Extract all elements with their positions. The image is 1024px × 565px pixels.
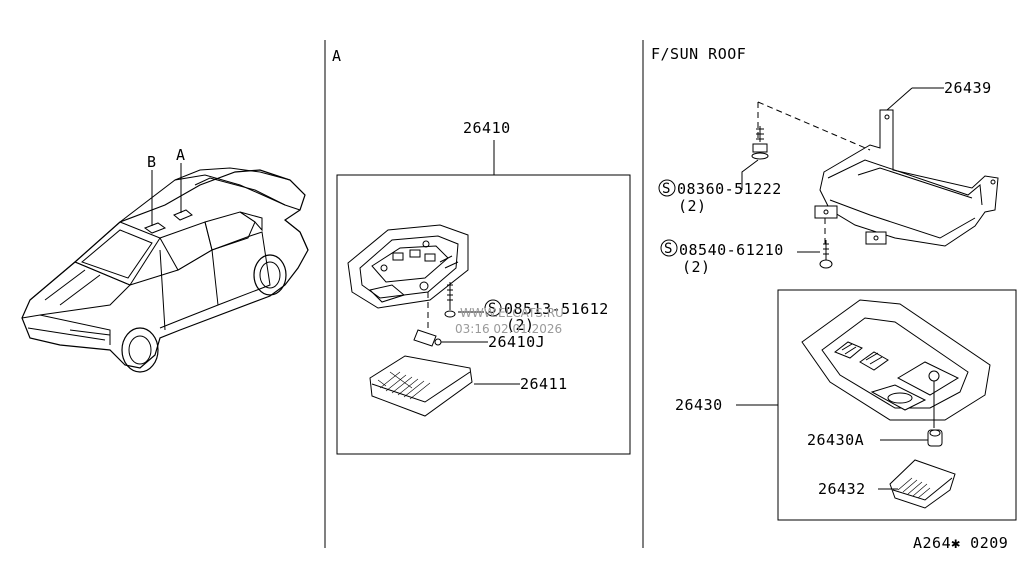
- panel-sunroof-title: F/SUN ROOF: [651, 45, 746, 63]
- part-26432-label: 26432: [818, 480, 866, 498]
- guide-line-1: [757, 101, 871, 151]
- bolt-icon-08360: [751, 126, 769, 160]
- screw-a-code: 08513-51612: [504, 300, 609, 318]
- screw-a-qty: (2): [506, 316, 535, 334]
- screw-sr1-qty: (2): [678, 197, 707, 215]
- bulb-icon-26410j: [413, 292, 442, 347]
- car-label-b: B: [147, 153, 157, 171]
- part-26410-box: [336, 174, 631, 455]
- bulb-icon-26430a: [927, 381, 943, 447]
- part-26410-label: 26410: [463, 119, 511, 137]
- watermark-line1: WWW.ELCATS.RU: [460, 306, 564, 320]
- part-26411-label: 26411: [520, 375, 568, 393]
- part-26430-label: 26430: [675, 396, 723, 414]
- car-label-a: A: [176, 146, 186, 164]
- drawing-id: A264✱ 0209: [913, 534, 1008, 552]
- s-symbol-icon-a: S: [484, 299, 502, 317]
- car-illustration: [21, 163, 309, 373]
- bracket-26439: [814, 109, 999, 247]
- s-symbol-icon-sr2: S: [660, 239, 678, 257]
- roof-lamp-b-marker: [143, 222, 167, 234]
- screw-sr1-code: 08360-51222: [677, 180, 782, 198]
- screw-sr2-code: 08540-61210: [679, 241, 784, 259]
- screw-icon-panel-a: [444, 282, 456, 318]
- lamp-housing-26410: [347, 224, 469, 309]
- screw-icon-08540: [819, 240, 833, 269]
- part-26439-label: 26439: [944, 79, 992, 97]
- screw-sr2-qty: (2): [682, 258, 711, 276]
- lamp-housing-26430: [801, 299, 991, 421]
- roof-lamp-a-marker: [173, 209, 193, 221]
- watermark-line2: 03:16 02.01.2026: [455, 322, 562, 336]
- lens-26432: [889, 459, 956, 509]
- lens-26411: [369, 355, 473, 417]
- svg-text:S: S: [488, 301, 497, 317]
- svg-text:S: S: [662, 181, 671, 197]
- panel-a-title: A: [332, 47, 342, 65]
- svg-text:S: S: [664, 241, 673, 257]
- part-26430a-label: 26430A: [807, 431, 864, 449]
- s-symbol-icon-sr1: S: [658, 179, 676, 197]
- part-26410j-label: 26410J: [488, 333, 545, 351]
